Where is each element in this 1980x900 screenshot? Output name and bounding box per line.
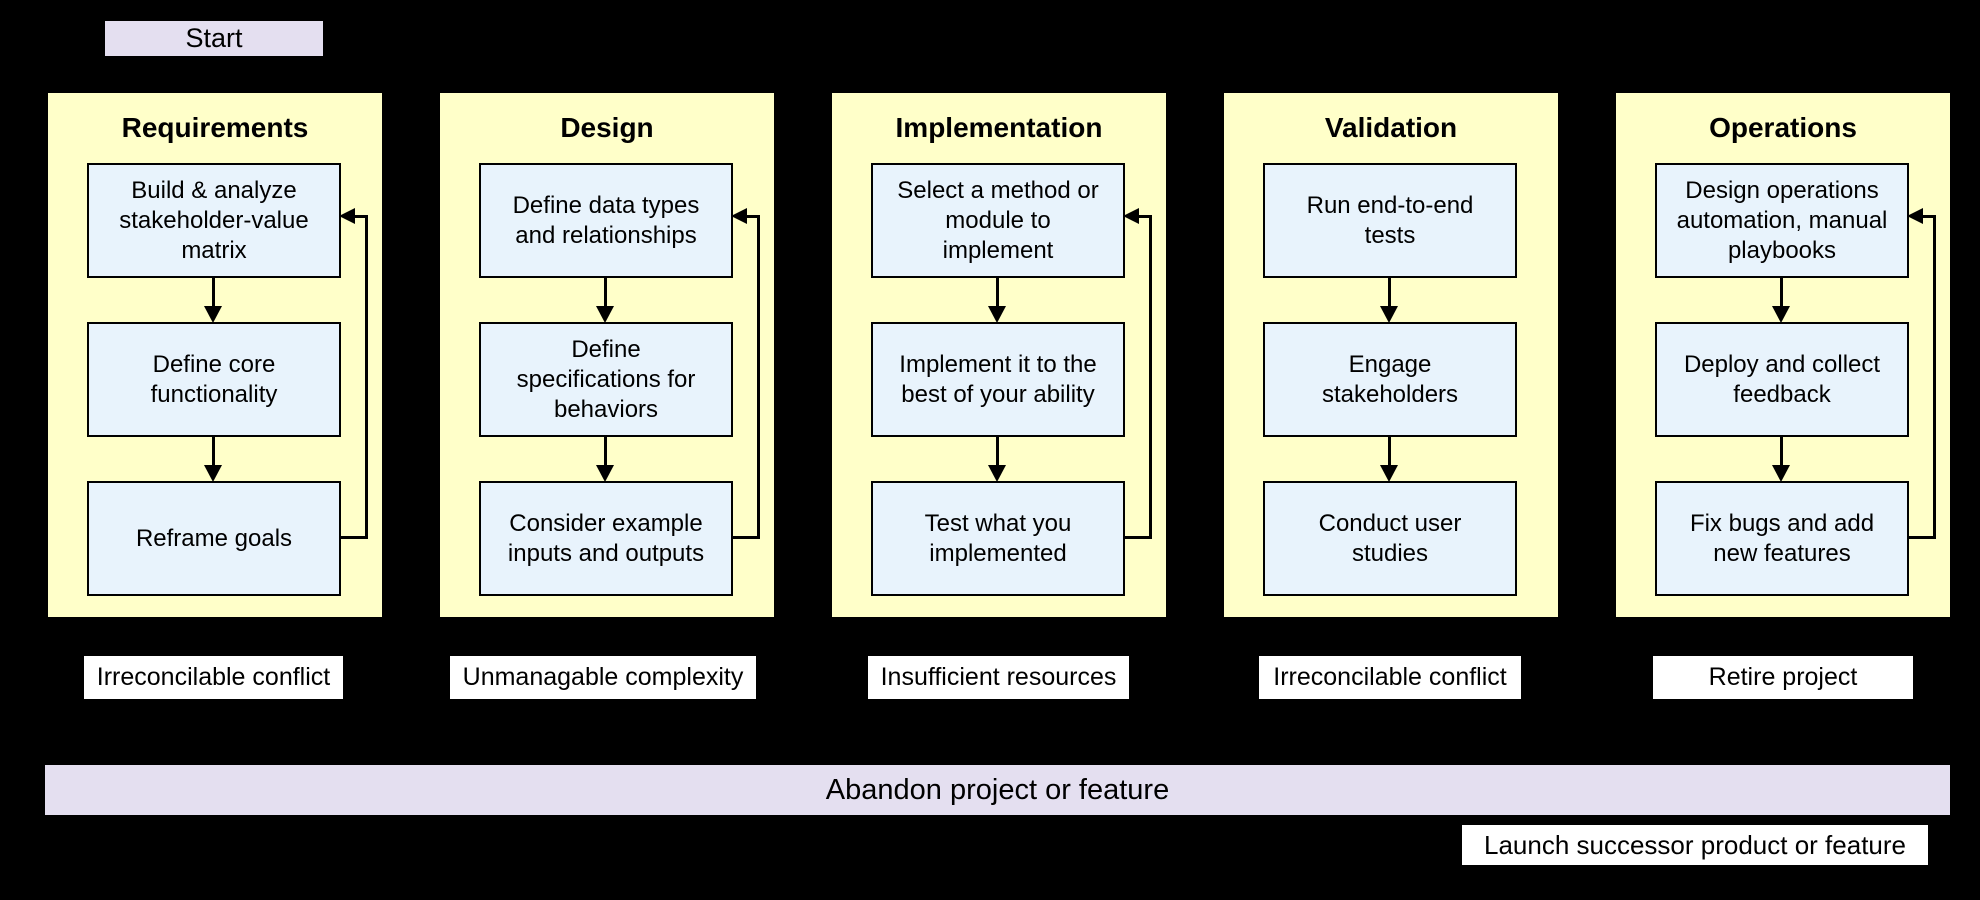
stage-title: Requirements [121, 112, 309, 143]
step-label: Select a method or module to implement [897, 176, 1099, 264]
feedback-loop-line [365, 215, 368, 539]
feedback-loop-line [1907, 536, 1936, 539]
feedback-loop-line [1123, 536, 1152, 539]
step-box: Engage stakeholders [1263, 322, 1517, 437]
step-label: Build & analyze stakeholder-value matrix [119, 176, 309, 264]
step-label: Test what you implemented [924, 509, 1072, 567]
step-box: Implement it to the best of your ability [871, 322, 1125, 437]
down-arrow-icon [596, 465, 614, 482]
feedback-loop-line [1138, 215, 1152, 218]
feedback-arrow-icon [731, 208, 747, 224]
feedback-loop-line [757, 215, 760, 539]
step-label: Consider example inputs and outputs [507, 509, 705, 567]
down-arrow-icon [204, 465, 222, 482]
down-arrow-shaft [996, 437, 999, 466]
down-arrow-shaft [1780, 437, 1783, 466]
step-label: Reframe goals [135, 524, 293, 552]
down-arrow-shaft [1780, 278, 1783, 307]
step-box: Select a method or module to implement [871, 163, 1125, 278]
feedback-loop-line [1149, 215, 1152, 539]
step-label: Conduct user studies [1318, 509, 1462, 567]
exit-label-implementation: Insufficient resources [868, 656, 1129, 699]
down-arrow-icon [988, 465, 1006, 482]
abandon-bar: Abandon project or feature [45, 765, 1950, 815]
exit-label-validation: Irreconcilable conflict [1259, 656, 1521, 699]
step-label: Run end-to-end tests [1306, 191, 1474, 249]
feedback-loop-line [339, 536, 368, 539]
feedback-loop-line [354, 215, 368, 218]
stage-validation: Validation Run end-to-end tests Engage s… [1224, 93, 1558, 617]
step-box: Design operations automation, manual pla… [1655, 163, 1909, 278]
stage-operations: Operations Design operations automation,… [1616, 93, 1950, 617]
down-arrow-icon [1772, 306, 1790, 323]
feedback-loop-line [731, 536, 760, 539]
down-arrow-icon [1380, 306, 1398, 323]
exit-label-requirements: Irreconcilable conflict [84, 656, 343, 699]
step-box: Reframe goals [87, 481, 341, 596]
down-arrow-shaft [604, 278, 607, 307]
feedback-loop-line [1922, 215, 1936, 218]
step-label: Define specifications for behaviors [516, 335, 696, 423]
stage-title: Design [560, 112, 654, 143]
stage-title: Operations [1709, 112, 1857, 143]
feedback-loop-line [1933, 215, 1936, 539]
down-arrow-icon [988, 306, 1006, 323]
down-arrow-icon [1380, 465, 1398, 482]
step-label: Design operations automation, manual pla… [1676, 176, 1888, 264]
down-arrow-shaft [1388, 278, 1391, 307]
feedback-loop-line [746, 215, 760, 218]
stage-implementation: Implementation Select a method or module… [832, 93, 1166, 617]
stage-title: Implementation [895, 112, 1103, 143]
feedback-arrow-icon [1123, 208, 1139, 224]
step-box: Conduct user studies [1263, 481, 1517, 596]
exit-label-design: Unmanagable complexity [450, 656, 756, 699]
down-arrow-shaft [1388, 437, 1391, 466]
step-label: Define data types and relationships [512, 191, 700, 249]
down-arrow-shaft [212, 437, 215, 466]
down-arrow-shaft [212, 278, 215, 307]
launch-successor-box: Launch successor product or feature [1462, 825, 1928, 865]
step-box: Consider example inputs and outputs [479, 481, 733, 596]
step-box: Deploy and collect feedback [1655, 322, 1909, 437]
down-arrow-icon [1772, 465, 1790, 482]
step-label: Deploy and collect feedback [1683, 350, 1881, 408]
step-box: Run end-to-end tests [1263, 163, 1517, 278]
stage-design: Design Define data types and relationshi… [440, 93, 774, 617]
step-label: Implement it to the best of your ability [899, 350, 1097, 408]
step-box: Fix bugs and add new features [1655, 481, 1909, 596]
down-arrow-shaft [996, 278, 999, 307]
feedback-arrow-icon [1907, 208, 1923, 224]
step-box: Define data types and relationships [479, 163, 733, 278]
stage-title: Validation [1324, 112, 1458, 143]
down-arrow-icon [596, 306, 614, 323]
step-box: Define core functionality [87, 322, 341, 437]
step-label: Fix bugs and add new features [1689, 509, 1875, 567]
step-label: Define core functionality [150, 350, 278, 408]
feedback-arrow-icon [339, 208, 355, 224]
exit-label-operations: Retire project [1653, 656, 1913, 699]
step-box: Test what you implemented [871, 481, 1125, 596]
down-arrow-shaft [604, 437, 607, 466]
step-label: Engage stakeholders [1321, 350, 1459, 408]
stage-requirements: Requirements Build & analyze stakeholder… [48, 93, 382, 617]
step-box: Define specifications for behaviors [479, 322, 733, 437]
start-box: Start [105, 21, 323, 56]
step-box: Build & analyze stakeholder-value matrix [87, 163, 341, 278]
down-arrow-icon [204, 306, 222, 323]
